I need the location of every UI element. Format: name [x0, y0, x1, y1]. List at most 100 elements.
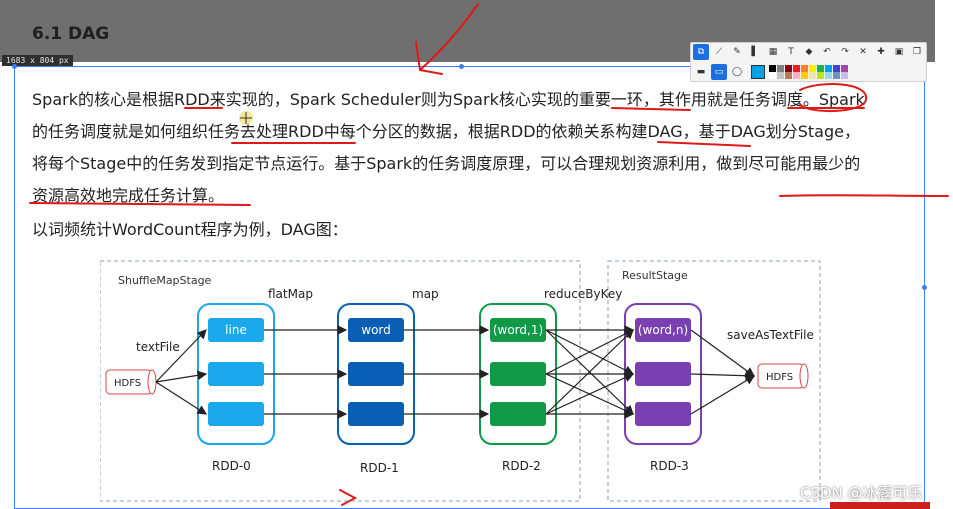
mosaic-icon[interactable]: ▦ — [768, 47, 778, 57]
pen-icon[interactable]: ✎ — [733, 47, 741, 57]
color-swatch[interactable] — [809, 64, 816, 72]
rdd3-partition — [635, 318, 691, 342]
rdd2-partition — [490, 318, 546, 342]
red-stroke — [779, 194, 949, 197]
resize-handle-right[interactable] — [922, 285, 927, 290]
red-corner-strip — [830, 502, 930, 509]
csdn-watermark: CSDN @冰露可乐 — [800, 484, 923, 502]
right-margin — [935, 0, 953, 509]
rdd3-label: RDD-3 — [650, 459, 689, 473]
intro-line: 以词频统计WordCount程序为例，DAG图： — [32, 214, 932, 246]
color-swatch[interactable] — [809, 71, 816, 79]
stage1-label: ShuffleMapStage — [118, 274, 212, 287]
stage2-label: ResultStage — [622, 269, 688, 282]
paragraph-line: 将每个Stage中的任务发到指定节点运行。基于Spark的任务调度原理，可以合理… — [32, 154, 861, 173]
capture-size-badge: 1683 x 804 px — [2, 55, 73, 66]
op-saveastextfile: saveAsTextFile — [727, 328, 814, 342]
eraser-icon[interactable]: ◆ — [805, 47, 813, 57]
color-swatch[interactable] — [817, 71, 824, 79]
rdd3-partition — [635, 362, 691, 386]
undo-icon[interactable]: ↶ — [823, 47, 831, 57]
color-swatch[interactable] — [777, 71, 784, 79]
annotation-toolbar: ⧉ ⟋ ✎ ▌ ▦ T ◆ ↶ ↷ ✕ ✚ ▣ ❐ ▬ ▭ ◯ — [690, 42, 927, 82]
rect-style-icon[interactable]: ▭ — [711, 63, 727, 80]
line-icon[interactable]: ⟋ — [715, 47, 723, 57]
dag-edge — [155, 381, 208, 415]
op-flatmap: flatMap — [268, 287, 313, 301]
color-swatch[interactable] — [777, 64, 784, 72]
fill-style-icon[interactable]: ▬ — [696, 66, 706, 77]
rdd1-partition — [348, 318, 404, 342]
color-palette — [769, 64, 851, 79]
dag-edge — [690, 370, 756, 381]
color-swatch[interactable] — [785, 64, 792, 72]
rdd0-partition — [208, 362, 264, 386]
color-swatch[interactable] — [825, 71, 832, 79]
text-icon[interactable]: T — [788, 47, 794, 57]
resize-handle-top-left[interactable] — [12, 64, 17, 69]
hdfs-output-cylinder: HDFS — [757, 363, 809, 389]
red-arrow-annotation — [415, 3, 479, 75]
red-check-annotation — [339, 489, 358, 506]
toolbar-style-row: ▬ ▭ ◯ — [691, 62, 926, 81]
rdd1-partition-label: word — [361, 323, 391, 337]
color-swatch[interactable] — [825, 64, 832, 72]
rdd1-partition — [348, 402, 404, 426]
rdd2-partition — [490, 362, 546, 386]
red-underline — [657, 141, 751, 147]
dag-edge — [545, 329, 634, 415]
intro-text: 以词频统计WordCount程序为例，DAG图： — [32, 220, 348, 239]
rdd0-partition — [208, 318, 264, 342]
paragraph-line: Spark的核心是根据RDD来实现的，Spark Scheduler则为Spar… — [32, 90, 865, 109]
dag-edges — [155, 325, 756, 419]
resize-handle-top[interactable] — [459, 64, 464, 69]
rdd0-label: RDD-0 — [212, 459, 251, 473]
dag-edge — [155, 370, 208, 383]
dag-edge — [690, 375, 756, 415]
color-swatch[interactable] — [833, 71, 840, 79]
color-swatch[interactable] — [841, 64, 848, 72]
color-swatch[interactable] — [817, 64, 824, 72]
select-icon[interactable]: ⧉ — [693, 44, 709, 60]
shufflemap-stage-box — [100, 260, 581, 502]
dag-diagram: ShuffleMapStage ResultStage flatMap map … — [100, 260, 821, 502]
dag-edge — [155, 329, 207, 383]
pin-icon[interactable]: ✚ — [877, 47, 885, 57]
section-title: 6.1 DAG — [32, 24, 110, 44]
color-swatch[interactable] — [769, 71, 776, 79]
marker-icon[interactable]: ▌ — [751, 47, 759, 57]
color-swatch[interactable] — [793, 71, 800, 79]
paragraph-line: 资源高效地完成任务计算。 — [32, 186, 225, 205]
rdd3-partition-label: (word,n) — [638, 323, 688, 337]
color-swatch[interactable] — [801, 71, 808, 79]
color-swatch[interactable] — [841, 71, 848, 79]
color-swatch[interactable] — [769, 64, 776, 72]
dag-edge — [545, 329, 635, 375]
color-swatch[interactable] — [801, 64, 808, 72]
redo-icon[interactable]: ↷ — [841, 47, 849, 57]
selected-color-swatch[interactable] — [751, 64, 765, 79]
red-circle — [799, 83, 868, 112]
rdd2-label: RDD-2 — [502, 459, 541, 473]
red-underline — [611, 107, 691, 111]
rdd0-partition — [208, 402, 264, 426]
color-swatch[interactable] — [833, 64, 840, 72]
rdd1-label: RDD-1 — [360, 461, 399, 475]
dag-edge — [545, 373, 635, 415]
hdfs-input-cylinder: HDFS — [105, 369, 157, 395]
op-textfile: textFile — [136, 340, 180, 354]
cursor-icon — [239, 111, 253, 125]
copy-icon[interactable]: ❐ — [912, 47, 922, 57]
save-icon[interactable]: ▣ — [894, 47, 904, 57]
color-swatch[interactable] — [793, 64, 800, 72]
rdd3-partition — [635, 402, 691, 426]
close-icon[interactable]: ✕ — [859, 47, 867, 57]
rdd0-partition-label: line — [225, 323, 247, 337]
paragraph: Spark的核心是根据RDD来实现的，Spark Scheduler则为Spar… — [32, 84, 932, 212]
rdd1-partition — [348, 362, 404, 386]
ellipse-style-icon[interactable]: ◯ — [731, 66, 743, 77]
paragraph-line: 的任务调度就是如何组织任务去处理RDD中每个分区的数据，根据RDD的依赖关系构建… — [32, 122, 860, 141]
red-underline — [29, 202, 251, 206]
color-swatch[interactable] — [785, 71, 792, 79]
